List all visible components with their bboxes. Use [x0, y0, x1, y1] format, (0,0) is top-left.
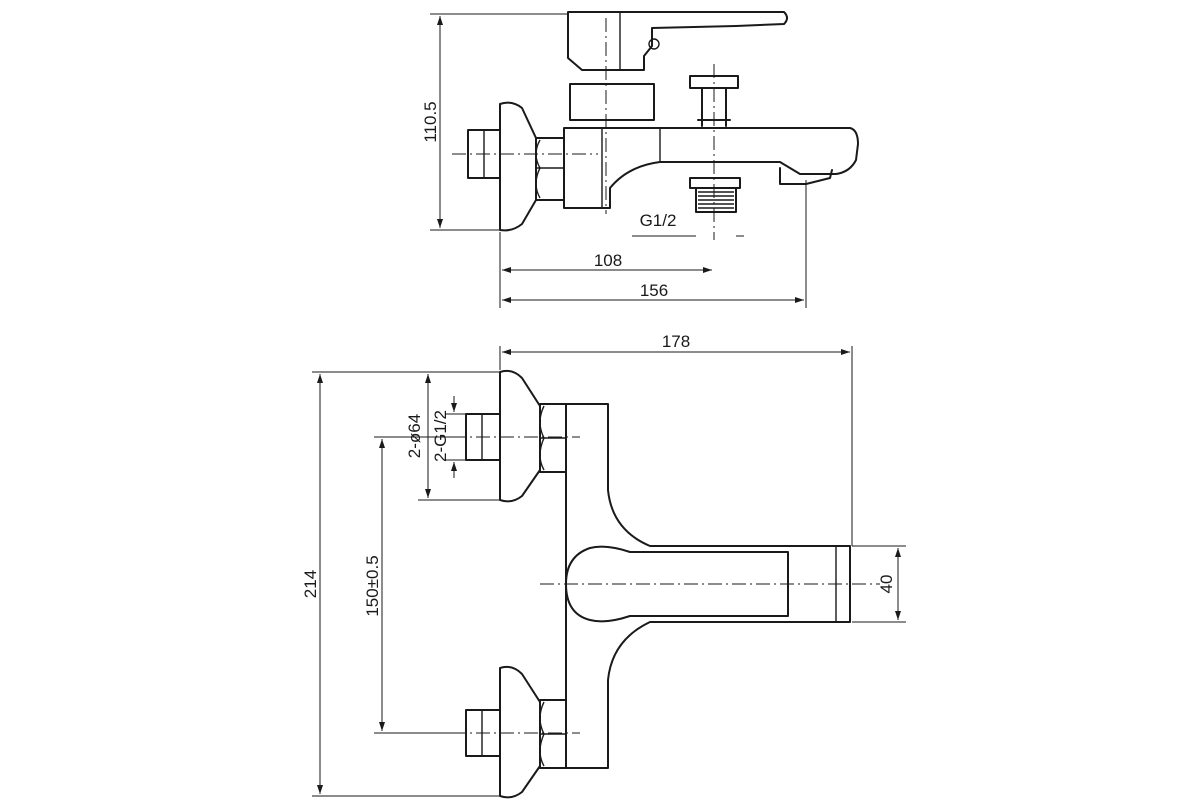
hex-nut-lower: [539, 699, 567, 769]
flange-side: [499, 101, 537, 232]
dim-spout-width-40: 40: [877, 575, 896, 594]
eccentric-upper: [465, 413, 501, 461]
top-view: [452, 369, 880, 799]
dim-offset-108: 108: [594, 251, 622, 270]
flange-upper: [499, 369, 541, 503]
outlet-thread: [689, 177, 741, 213]
dim-inlet-thread: 2-G1/2: [431, 410, 450, 462]
cartridge-body: [569, 83, 655, 121]
dim-outlet-thread: G1/2: [640, 211, 677, 230]
lever-handle: [567, 11, 788, 71]
dim-spacing-150: 150±0.5: [363, 555, 382, 616]
hex-nut-side: [535, 137, 565, 201]
side-view: [452, 11, 859, 240]
mixer-body-top: [565, 403, 851, 769]
hex-nut-upper: [539, 403, 567, 473]
dim-height-110-5: 110.5: [421, 101, 440, 142]
dim-flange-diameter: 2-ø64: [405, 414, 424, 458]
dim-length-156: 156: [640, 281, 668, 300]
dim-height-214: 214: [301, 570, 320, 598]
eccentric-lower: [465, 709, 501, 757]
mixer-body-side: [563, 127, 859, 209]
dim-length-178: 178: [662, 332, 690, 351]
flange-lower: [499, 665, 541, 799]
side-view-dimensions: 110.5 G1/2 108 156: [421, 13, 807, 308]
top-view-dimensions: 178 214 150±0.5 2-ø64 2-G1/2 40: [301, 332, 906, 797]
eccentric-connector: [467, 129, 501, 179]
